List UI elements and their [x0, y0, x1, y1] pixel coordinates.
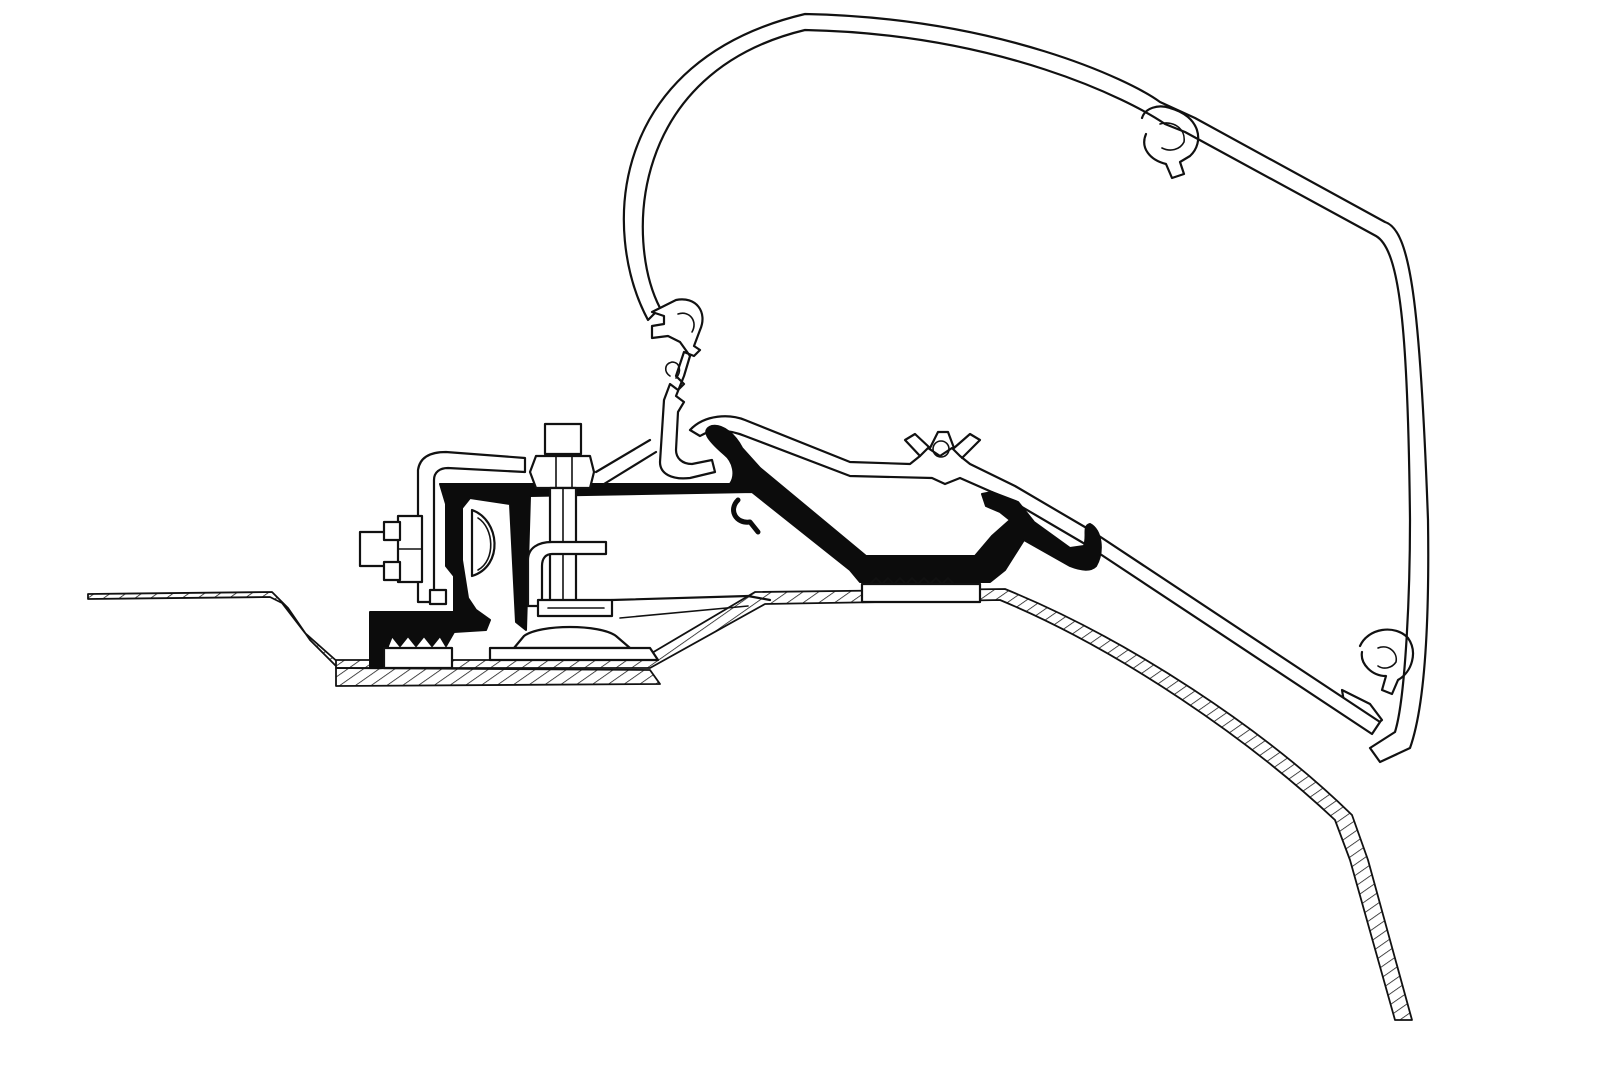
awning-lower-rail	[688, 415, 1382, 736]
vehicle-roof-panel	[87, 588, 1413, 1021]
vertical-mount-profile	[650, 298, 717, 480]
awning-housing	[622, 12, 1430, 764]
adapter-base-pad	[382, 577, 982, 670]
side-bolt	[358, 514, 424, 584]
clamp-foot	[488, 540, 660, 662]
clamp-bracket	[416, 450, 527, 606]
support-struts	[594, 438, 772, 619]
